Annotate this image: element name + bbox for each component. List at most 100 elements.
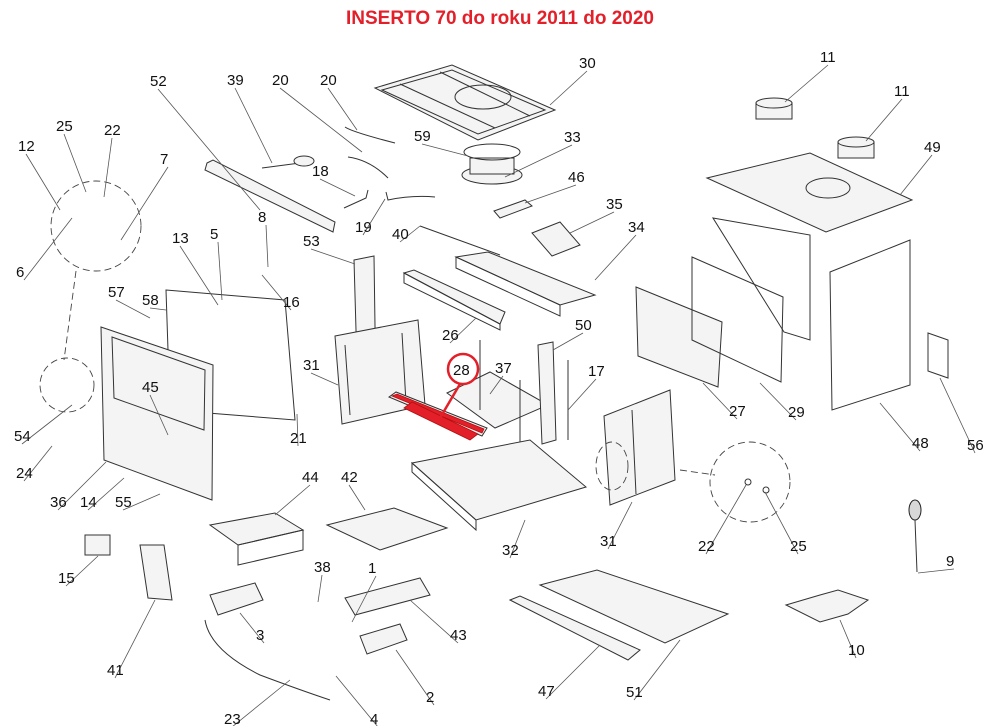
part-23-cable	[204, 619, 331, 701]
leader-c18	[319, 178, 356, 197]
part-9-probe	[908, 499, 922, 573]
part-47-rail	[508, 595, 641, 661]
leader-c25b	[764, 491, 799, 555]
highlight-circle-28	[446, 352, 480, 386]
part-10-glove	[784, 589, 870, 623]
leader-c55	[122, 493, 161, 511]
part-29-panel	[691, 256, 784, 383]
callout-53: 53	[303, 233, 320, 250]
leader-c11a	[784, 64, 829, 103]
callout-58: 58	[142, 292, 159, 309]
callout-4: 4	[370, 711, 378, 726]
callout-55: 55	[115, 494, 132, 511]
leader-c30	[549, 70, 588, 106]
leader-c31b	[607, 501, 633, 550]
callout-2: 2	[426, 689, 434, 706]
part-27-decor-panel	[635, 286, 723, 388]
leader-c36	[57, 461, 107, 511]
part-39-tool	[261, 155, 315, 169]
leader-c4	[335, 675, 378, 726]
part-32-base-frame	[410, 439, 588, 532]
leader-c3	[239, 612, 265, 644]
leader-c17	[567, 378, 597, 411]
callout-31b: 31	[600, 533, 617, 550]
callout-19: 19	[355, 219, 372, 236]
callout-14: 14	[80, 494, 97, 511]
callout-37: 37	[495, 360, 512, 377]
leader-c45	[149, 394, 169, 436]
leader-c19	[362, 198, 386, 236]
callout-20b: 20	[320, 72, 337, 89]
part-hinge-detail-top	[50, 180, 142, 361]
leader-c7	[120, 166, 169, 241]
part-19-rod	[385, 191, 436, 201]
part-15-display	[84, 534, 111, 556]
leader-c44	[274, 484, 311, 516]
leader-c35	[569, 211, 615, 234]
leader-c26	[449, 317, 477, 344]
leader-c2	[395, 649, 435, 706]
callout-35: 35	[606, 196, 623, 213]
leader-c29	[759, 382, 797, 421]
callout-21: 21	[290, 430, 307, 447]
callout-1: 1	[368, 560, 376, 577]
leader-c9	[917, 568, 955, 574]
callout-49: 49	[924, 139, 941, 156]
callout-40: 40	[392, 226, 409, 243]
callout-32: 32	[502, 542, 519, 559]
leader-c12	[25, 153, 61, 211]
leader-c51	[633, 639, 681, 701]
callout-29: 29	[788, 404, 805, 421]
part-46-bracket	[493, 199, 533, 219]
part-48-housing	[711, 217, 911, 411]
leader-c15	[65, 555, 99, 587]
leader-c8	[265, 224, 269, 268]
part-door-assembly	[100, 289, 296, 501]
callout-15: 15	[58, 570, 75, 587]
leader-c10	[839, 619, 857, 659]
part-20-rod-b	[344, 126, 396, 144]
callout-20a: 20	[272, 72, 289, 89]
part-42-ash-tray	[325, 507, 449, 551]
leader-c46	[524, 184, 577, 204]
callout-12: 12	[18, 138, 35, 155]
callout-34: 34	[628, 219, 645, 236]
part-26-deflector	[402, 269, 506, 331]
part-11-collar-b	[837, 136, 875, 159]
callout-24: 24	[16, 465, 33, 482]
part-3-fan	[209, 582, 264, 616]
leader-c57	[115, 299, 151, 319]
callout-25a: 25	[56, 118, 73, 135]
part-41-grille	[139, 544, 173, 601]
leader-c54	[21, 404, 73, 445]
callout-10: 10	[848, 642, 865, 659]
leader-c41	[114, 599, 156, 679]
callout-28: 28	[453, 362, 470, 379]
leader-c21	[296, 413, 299, 447]
callout-7: 7	[160, 151, 168, 168]
part-52-front-bar	[204, 159, 336, 233]
part-40-rail	[419, 225, 501, 256]
leader-c43	[409, 599, 459, 644]
part-49-top-sheet	[705, 152, 914, 233]
callout-26: 26	[442, 327, 459, 344]
leader-c20b	[327, 87, 358, 131]
callout-33: 33	[564, 129, 581, 146]
callout-56: 56	[967, 437, 984, 454]
leader-c25a	[63, 133, 87, 193]
callout-42: 42	[341, 469, 358, 486]
part-50-side-rail	[537, 341, 557, 445]
part-31-right-side-panel	[595, 389, 791, 523]
callout-46: 46	[568, 169, 585, 186]
leader-c31a	[310, 372, 339, 386]
callout-38: 38	[314, 559, 331, 576]
callout-25b: 25	[790, 538, 807, 555]
callout-44: 44	[302, 469, 319, 486]
callout-27: 27	[729, 403, 746, 420]
callout-31a: 31	[303, 357, 320, 374]
callout-5: 5	[210, 226, 218, 243]
callout-8: 8	[258, 209, 266, 226]
part-56-plate	[927, 332, 949, 379]
leader-c27	[702, 382, 738, 420]
